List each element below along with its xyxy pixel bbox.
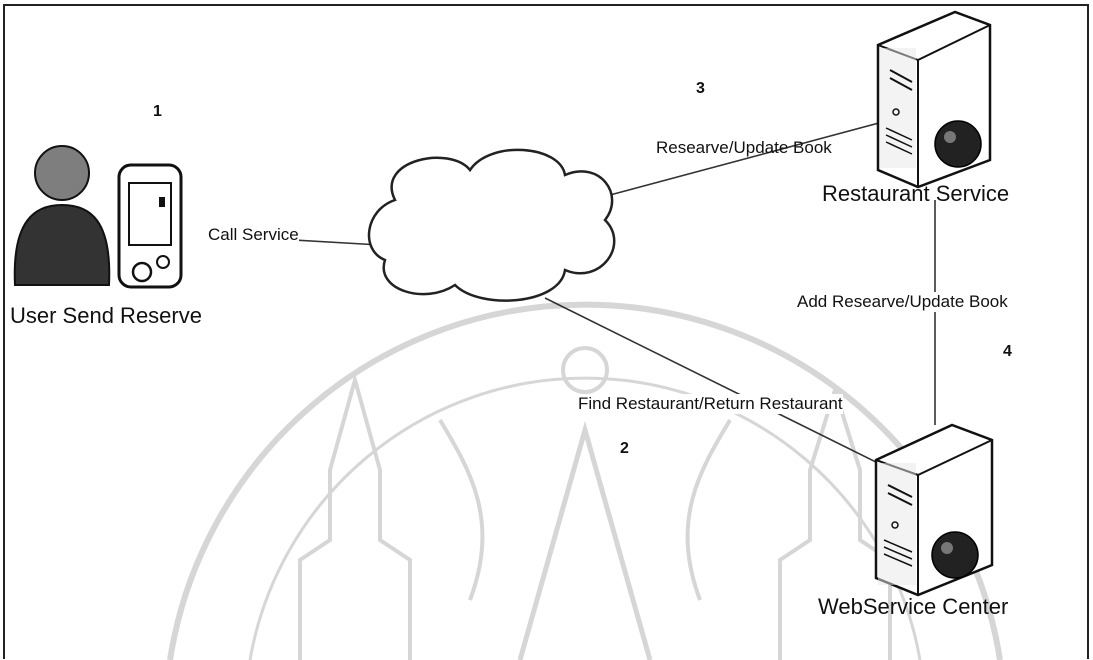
step-number-4: 4 bbox=[1003, 343, 1012, 360]
node-label-webservice-center: WebService Center bbox=[818, 594, 1009, 619]
step-number-3: 3 bbox=[696, 80, 705, 97]
edge-reserve bbox=[609, 119, 891, 196]
edge-label-add: Add Researve/Update Book bbox=[797, 292, 1008, 312]
step-number-1: 1 bbox=[153, 103, 162, 120]
webservice-center-server-icon bbox=[874, 423, 994, 597]
edge-find bbox=[544, 297, 893, 471]
edge-label-find: Find Restaurant/Return Restaurant bbox=[578, 394, 843, 414]
edge-label-reserve: Researve/Update Book bbox=[656, 138, 832, 157]
node-label-user: User Send Reserve bbox=[10, 303, 202, 328]
mobile-device-icon bbox=[117, 163, 183, 289]
page-border bbox=[3, 4, 1089, 659]
user-person-icon bbox=[13, 145, 111, 286]
restaurant-server-icon bbox=[876, 10, 992, 189]
node-label-restaurant: Restaurant Service bbox=[822, 181, 1010, 206]
edge-label-call-service: Call Service bbox=[208, 225, 299, 245]
step-number-2: 2 bbox=[620, 440, 629, 457]
network-cloud bbox=[367, 148, 616, 302]
